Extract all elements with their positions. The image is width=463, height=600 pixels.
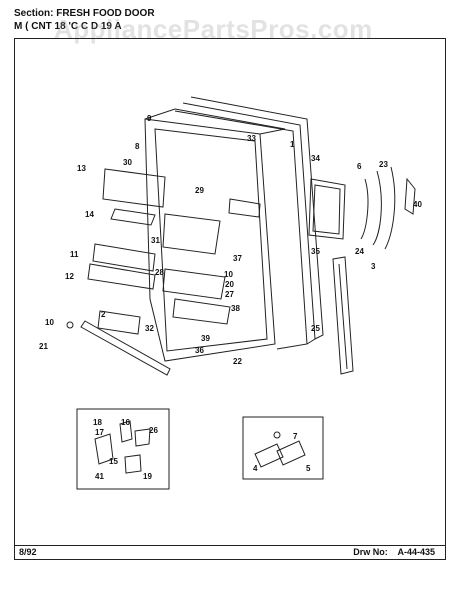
drawing-number-block: Drw No: A-44-435	[353, 547, 435, 557]
callout-24: 24	[355, 247, 364, 256]
callout-6: 6	[357, 162, 362, 171]
callout-33: 33	[247, 134, 256, 143]
callout-32: 32	[145, 324, 154, 333]
bottom-parts	[66, 310, 171, 376]
callout-17: 17	[95, 428, 104, 437]
callout-40: 40	[413, 200, 422, 209]
callout-20: 20	[225, 280, 234, 289]
callout-22: 22	[233, 357, 242, 366]
callout-3: 3	[371, 262, 376, 271]
detail-inset-right	[242, 416, 324, 480]
drawing-number: A-44-435	[397, 547, 435, 557]
diagram-date: 8/92	[19, 547, 37, 557]
callout-5: 5	[306, 464, 311, 473]
callout-34: 34	[311, 154, 320, 163]
callout-16: 16	[121, 418, 130, 427]
callout-37: 37	[233, 254, 242, 263]
callout-35: 35	[311, 247, 320, 256]
callout-39: 39	[201, 334, 210, 343]
callout-12: 12	[65, 272, 74, 281]
diagram-footer: 8/92 Drw No: A-44-435	[14, 546, 446, 560]
callout-labels: 1 2 3 4 5 6 7 8 9 10 10 11 12 13 14 15 1…	[39, 114, 422, 481]
callout-7: 7	[293, 432, 298, 441]
drawing-number-label: Drw No:	[353, 547, 388, 557]
callout-30: 30	[123, 158, 132, 167]
callout-36: 36	[195, 346, 204, 355]
door-liner	[144, 108, 286, 362]
callout-8: 8	[135, 142, 140, 151]
diagram-frame: 1 2 3 4 5 6 7 8 9 10 10 11 12 13 14 15 1…	[14, 38, 446, 546]
callout-1: 1	[290, 140, 295, 149]
callout-10a: 10	[45, 318, 54, 327]
door-shelves	[87, 168, 261, 325]
callout-10b: 10	[224, 270, 233, 279]
callout-41: 41	[95, 472, 104, 481]
watermark: AppliancePartsPros.com	[54, 14, 373, 44]
callout-31: 31	[151, 236, 160, 245]
callout-4: 4	[253, 464, 258, 473]
callout-2: 2	[101, 310, 106, 319]
callout-15: 15	[109, 457, 118, 466]
callout-23: 23	[379, 160, 388, 169]
exploded-view-drawing: 1 2 3 4 5 6 7 8 9 10 10 11 12 13 14 15 1…	[39, 96, 422, 490]
callout-19: 19	[143, 472, 152, 481]
detail-inset-left	[76, 408, 170, 490]
callout-26: 26	[149, 426, 158, 435]
section-title: Section: FRESH FOOD DOOR	[14, 8, 155, 19]
handle-trim	[332, 256, 354, 375]
parts-diagram-sheet: Section: FRESH FOOD DOOR M ( CNT 18 'C C…	[14, 8, 448, 594]
callout-18: 18	[93, 418, 102, 427]
callout-38: 38	[231, 304, 240, 313]
door-panel	[174, 96, 324, 350]
model-line: M ( CNT 18 'C C D 19 A	[14, 21, 122, 32]
callout-28: 28	[155, 268, 164, 277]
callout-29: 29	[195, 186, 204, 195]
callout-21: 21	[39, 342, 48, 351]
callout-27: 27	[225, 290, 234, 299]
callout-25: 25	[311, 324, 320, 333]
hinge-parts	[308, 166, 416, 250]
callout-9: 9	[147, 114, 152, 123]
callout-11: 11	[70, 250, 79, 259]
callout-14: 14	[85, 210, 94, 219]
callout-13: 13	[77, 164, 86, 173]
